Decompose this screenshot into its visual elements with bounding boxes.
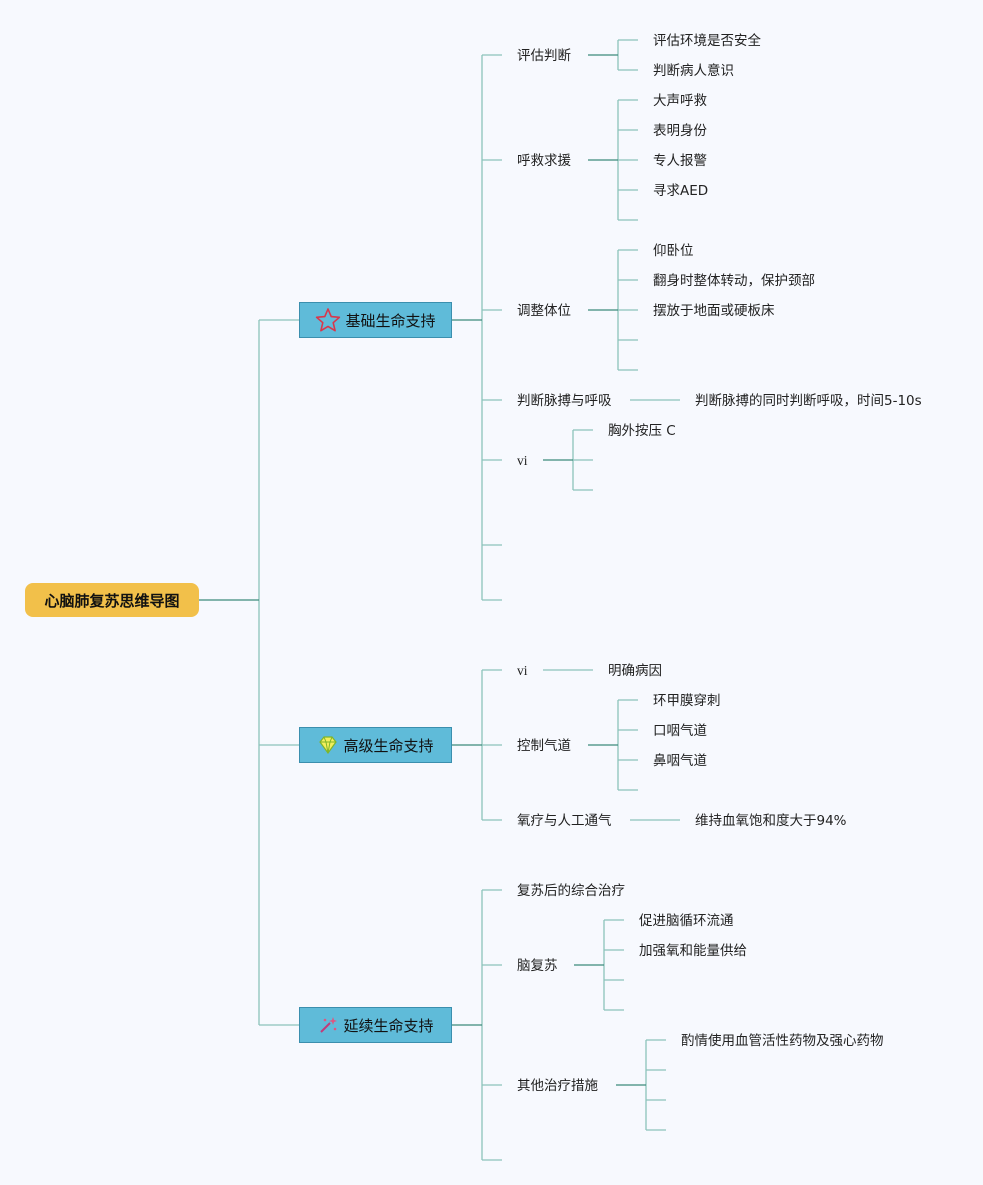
node-position[interactable]: 调整体位	[517, 303, 571, 319]
leaf-node[interactable]: 判断脉搏的同时判断呼吸，时间5-10s	[695, 393, 922, 409]
branch-label: 高级生命支持	[343, 736, 434, 755]
node-other-treatment[interactable]: 其他治疗措施	[517, 1078, 598, 1094]
leaf-node[interactable]: 加强氧和能量供给	[639, 943, 747, 959]
leaf-node[interactable]: 明确病因	[608, 663, 662, 679]
leaf-node[interactable]: 仰卧位	[653, 243, 694, 259]
node-call-for-help[interactable]: 呼救求援	[517, 153, 571, 169]
branch-prolonged-life-support[interactable]: 延续生命支持	[299, 1007, 452, 1043]
node-airway[interactable]: 控制气道	[517, 738, 571, 754]
node-vi[interactable]: vi	[517, 663, 528, 678]
branch-advanced-life-support[interactable]: 高级生命支持	[299, 727, 452, 763]
leaf-node[interactable]: 判断病人意识	[653, 63, 734, 79]
leaf-node[interactable]: 专人报警	[653, 153, 707, 169]
leaf-node[interactable]: 寻求AED	[653, 183, 709, 199]
leaf-node[interactable]: 环甲膜穿刺	[653, 693, 721, 709]
leaf-node[interactable]: 促进脑循环流通	[639, 913, 734, 929]
leaf-node[interactable]: 鼻咽气道	[653, 753, 707, 769]
node-post-resuscitation[interactable]: 复苏后的综合治疗	[517, 883, 625, 899]
leaf-node[interactable]: 表明身份	[653, 123, 707, 139]
leaf-node[interactable]: 翻身时整体转动，保护颈部	[653, 273, 815, 289]
node-vi[interactable]: vi	[517, 453, 528, 468]
leaf-node[interactable]: 酌情使用血管活性药物及强心药物	[681, 1033, 884, 1049]
node-oxygen-ventilation[interactable]: 氧疗与人工通气	[517, 813, 612, 829]
leaf-node[interactable]: 摆放于地面或硬板床	[653, 303, 775, 319]
star-icon	[316, 308, 341, 332]
node-pulse-breathing[interactable]: 判断脉搏与呼吸	[517, 393, 612, 409]
leaf-node[interactable]: 大声呼救	[653, 93, 707, 109]
leaf-node[interactable]: 维持血氧饱和度大于94%	[695, 813, 847, 829]
diamond-icon	[319, 736, 338, 755]
root-label: 心脑肺复苏思维导图	[44, 591, 180, 610]
node-brain-resuscitation[interactable]: 脑复苏	[517, 958, 558, 974]
branch-basic-life-support[interactable]: 基础生命支持	[299, 302, 452, 338]
leaf-node[interactable]: 胸外按压 C	[608, 423, 676, 439]
branch-label: 延续生命支持	[343, 1016, 434, 1035]
root-node[interactable]: 心脑肺复苏思维导图	[25, 583, 199, 617]
magic-wand-icon	[320, 1017, 338, 1033]
leaf-node[interactable]: 口咽气道	[653, 723, 707, 739]
branch-label: 基础生命支持	[345, 311, 436, 330]
leaf-node[interactable]: 评估环境是否安全	[653, 33, 761, 49]
node-assess[interactable]: 评估判断	[517, 48, 571, 64]
